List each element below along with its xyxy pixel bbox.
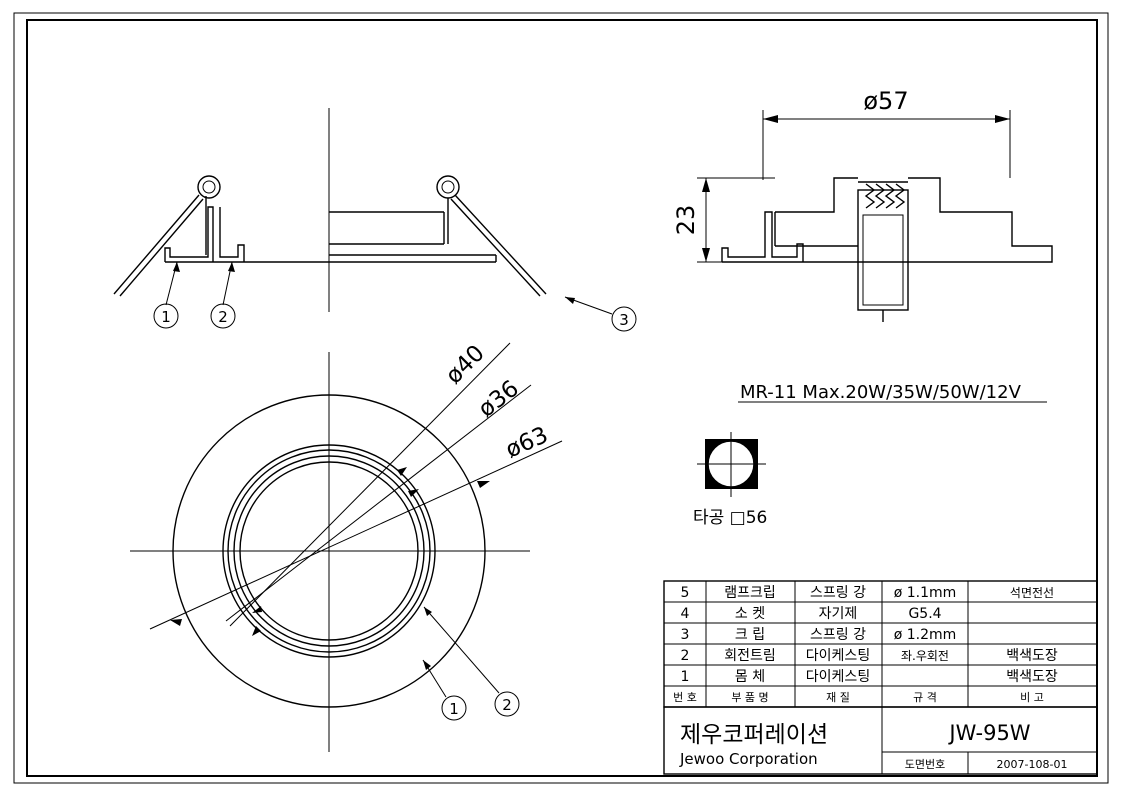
- svg-text:ø 1.2mm: ø 1.2mm: [894, 627, 957, 643]
- model-number: JW-95W: [947, 721, 1030, 745]
- svg-text:다이케스팅: 다이케스팅: [806, 669, 870, 685]
- dim-d57: ø57: [863, 87, 908, 115]
- callout-2-top: 2: [210, 303, 236, 329]
- svg-text:백색도장: 백색도장: [1006, 669, 1058, 685]
- svg-text:재 질: 재 질: [826, 691, 850, 704]
- svg-text:규 격: 규 격: [913, 691, 937, 704]
- svg-text:크 립: 크 립: [735, 627, 765, 643]
- plan-view: ø40 ø36 ø63 1 2: [130, 340, 563, 752]
- svg-text:석면전선: 석면전선: [1010, 586, 1054, 600]
- svg-text:백색도장: 백색도장: [1006, 648, 1058, 664]
- svg-text:2: 2: [681, 648, 690, 664]
- company-name-kr: 제우코퍼레이션: [680, 722, 828, 748]
- svg-text:2: 2: [502, 696, 512, 714]
- spec-note: MR-11 Max.20W/35W/50W/12V: [740, 382, 1022, 403]
- svg-text:3: 3: [619, 311, 629, 329]
- parts-row-3: 3 크 립 스프링 강 ø 1.2mm: [681, 627, 957, 643]
- spring-coil: [864, 183, 906, 209]
- svg-text:비 고: 비 고: [1020, 691, 1044, 704]
- svg-text:G5.4: G5.4: [908, 606, 941, 622]
- cutout-label: 타공 □56: [693, 508, 767, 528]
- company-name-en: Jewoo Corporation: [679, 750, 818, 768]
- svg-text:스프링 강: 스프링 강: [810, 585, 866, 601]
- callout-1-top: 1: [153, 303, 179, 329]
- svg-text:스프링 강: 스프링 강: [810, 627, 866, 643]
- svg-text:5: 5: [681, 585, 690, 601]
- dim-h23: 23: [672, 205, 700, 236]
- svg-text:4: 4: [681, 606, 690, 622]
- parts-row-1: 1 몸 체 다이케스팅 백색도장: [681, 669, 1058, 685]
- svg-text:자기제: 자기제: [819, 606, 858, 622]
- parts-row-4: 4 소 켓 자기제 G5.4: [681, 606, 942, 622]
- cutout-symbol: [697, 432, 766, 497]
- svg-text:3: 3: [681, 627, 690, 643]
- parts-table: 5 램프크립 스프링 강 ø 1.1mm 석면전선 4 소 켓 자기제 G5.4…: [663, 580, 1098, 708]
- profile-view: ø57 23: [672, 87, 1053, 322]
- svg-text:소 켓: 소 켓: [735, 606, 765, 622]
- svg-text:1: 1: [681, 669, 690, 685]
- svg-text:램프크립: 램프크립: [724, 585, 776, 601]
- svg-text:1: 1: [161, 308, 171, 326]
- callout-3-top: 3: [611, 306, 637, 332]
- svg-text:1: 1: [449, 700, 459, 718]
- drawing-no: 2007-108-01: [997, 758, 1068, 771]
- parts-table-header: 번 호 부 품 명 재 질 규 격 비 고: [673, 691, 1044, 704]
- dim-d36: ø36: [474, 376, 524, 423]
- parts-row-5: 5 램프크립 스프링 강 ø 1.1mm 석면전선: [681, 585, 1055, 601]
- svg-text:몸 체: 몸 체: [735, 669, 765, 685]
- side-section-view: 1 2 3: [113, 108, 637, 332]
- drawing-frame: [13, 12, 1109, 784]
- callout-1-plan: 1: [441, 695, 467, 721]
- callout-2-plan: 2: [494, 691, 520, 717]
- drawing-no-label: 도면번호: [905, 758, 945, 771]
- dim-d40: ø40: [441, 340, 490, 389]
- parts-row-2: 2 회전트림 다이케스팅 좌.우회전 백색도장: [681, 648, 1058, 664]
- svg-text:ø 1.1mm: ø 1.1mm: [894, 585, 957, 601]
- svg-text:2: 2: [218, 308, 228, 326]
- svg-text:회전트림: 회전트림: [724, 648, 776, 664]
- title-block: 제우코퍼레이션 Jewoo Corporation JW-95W 도면번호 20…: [663, 706, 1098, 775]
- svg-text:다이케스팅: 다이케스팅: [806, 648, 870, 664]
- svg-text:좌.우회전: 좌.우회전: [901, 649, 949, 663]
- svg-text:번 호: 번 호: [673, 691, 697, 704]
- svg-text:부 품 명: 부 품 명: [731, 691, 768, 704]
